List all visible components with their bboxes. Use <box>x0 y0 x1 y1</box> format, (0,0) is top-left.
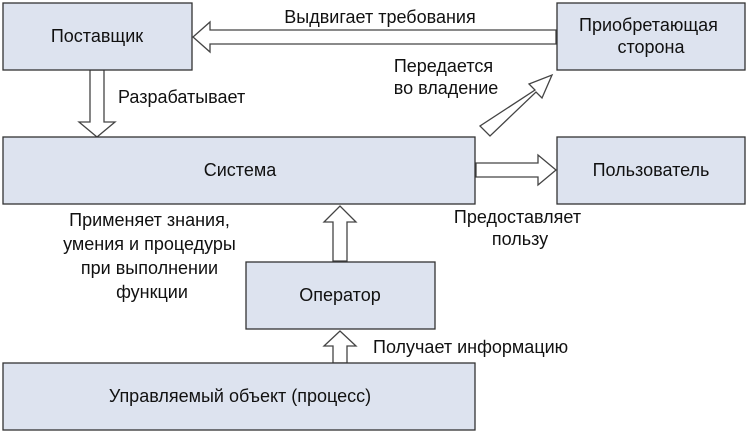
user-box <box>556 136 746 205</box>
arrow-supplier-to-system <box>77 69 117 138</box>
applies-label-line4: функции <box>116 282 188 302</box>
user-label: Пользователь <box>593 160 710 180</box>
arrow-system-to-user <box>475 153 558 187</box>
arrow-object-to-operator <box>322 330 358 364</box>
acquirer-label-line1: Приобретающая <box>579 15 718 35</box>
demands-label: Выдвигает требования <box>284 7 475 27</box>
transferred-label-line1: Передается <box>394 56 493 76</box>
transferred-label-line2: во владение <box>394 78 499 98</box>
provides-label-line2: пользу <box>492 229 548 249</box>
acquirer-box <box>556 2 746 71</box>
receives-label: Получает информацию <box>373 337 568 357</box>
applies-label-line3: при выполнении <box>81 258 218 278</box>
applies-label: Применяет знания, умения и процедуры при… <box>63 210 241 302</box>
acquirer-label: Приобретающая сторона <box>579 15 723 57</box>
transferred-label: Передается во владение <box>394 56 499 98</box>
applies-label-line2: умения и процедуры <box>63 234 236 254</box>
arrow-system-to-acquirer <box>478 73 554 137</box>
arrow-operator-to-system <box>322 205 358 262</box>
acquirer-label-line2: сторона <box>617 37 685 57</box>
operator-box <box>245 261 436 330</box>
system-label: Система <box>204 160 277 180</box>
system-box <box>2 136 476 205</box>
controlled-object-label: Управляемый объект (процесс) <box>109 386 371 406</box>
develops-label: Разрабатывает <box>118 87 245 107</box>
operator-label: Оператор <box>299 285 380 305</box>
supplier-label: Поставщик <box>51 26 143 46</box>
applies-label-line1: Применяет знания, <box>69 210 230 230</box>
provides-label: Предоставляет пользу <box>454 207 586 249</box>
provides-label-line1: Предоставляет <box>454 207 581 227</box>
supplier-box <box>2 2 193 71</box>
controlled-object-box <box>2 362 476 431</box>
arrow-acquirer-to-supplier <box>192 20 557 54</box>
